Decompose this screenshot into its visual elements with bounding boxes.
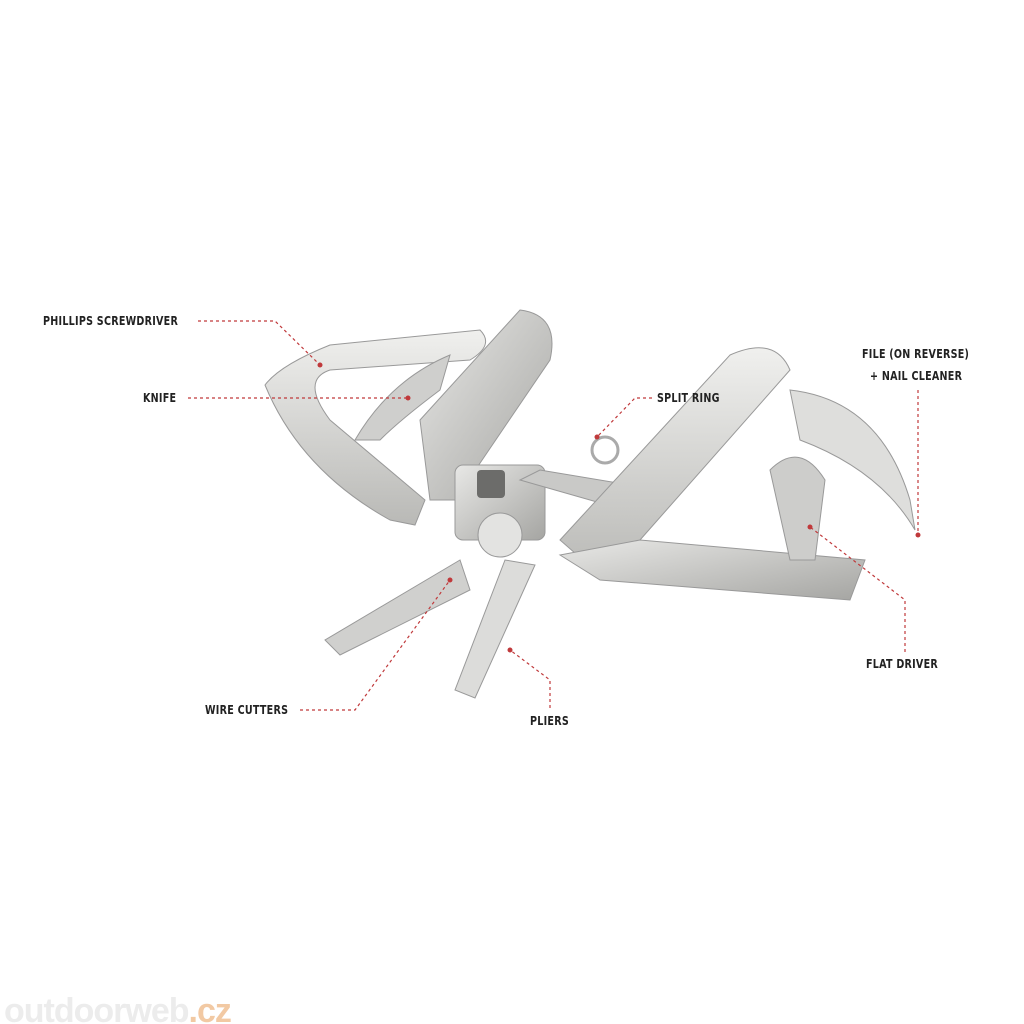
label-split-ring: SPLIT RING <box>657 390 720 405</box>
label-wire-cutters: WIRE CUTTERS <box>205 702 289 717</box>
label-flat-driver: FLAT DRIVER <box>866 656 938 671</box>
leader-dots <box>317 362 921 653</box>
left-handle <box>264 309 553 526</box>
split-ring <box>590 435 620 465</box>
label-knife: KNIFE <box>143 390 177 405</box>
watermark-logo: outdoorweb.cz <box>4 992 232 1024</box>
right-handle <box>558 347 916 601</box>
label-pliers: PLIERS <box>530 713 569 728</box>
leader-lines <box>188 320 919 711</box>
label-file: FILE (ON REVERSE) <box>862 346 970 361</box>
label-phillips-screwdriver: PHILLIPS SCREWDRIVER <box>43 313 179 328</box>
watermark-suffix: .cz <box>188 992 232 1024</box>
pliers-head <box>324 464 631 699</box>
label-nail-cleaner: + NAIL CLEANER <box>870 368 963 383</box>
watermark-text: outdoorweb <box>4 992 190 1024</box>
